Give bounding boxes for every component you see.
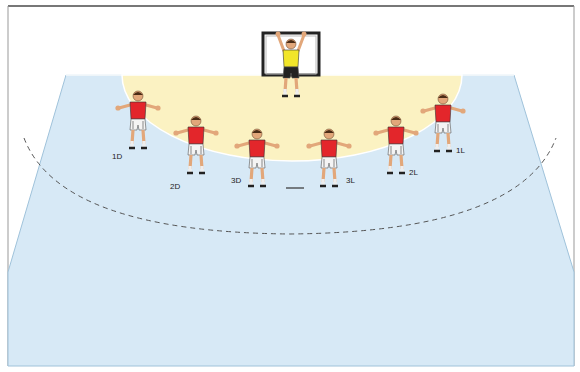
defender-figure [173,116,218,173]
goalkeeper-figure [276,32,307,97]
position-label: 3L [346,177,355,185]
defender-figure [306,129,351,186]
position-label: 2L [409,169,418,177]
position-label: 1L [456,147,465,155]
position-label: 3D [231,177,241,185]
defender-figure [420,94,465,151]
court-floor [8,75,574,366]
defender-figure [115,91,160,148]
position-label: 1D [112,153,122,161]
players [115,32,465,187]
goal-area [122,75,462,161]
penalty-mark [286,187,304,188]
position-label: 2D [170,183,180,191]
frame-top [8,5,574,7]
defender-figure [373,116,418,173]
free-throw-line [24,138,556,234]
